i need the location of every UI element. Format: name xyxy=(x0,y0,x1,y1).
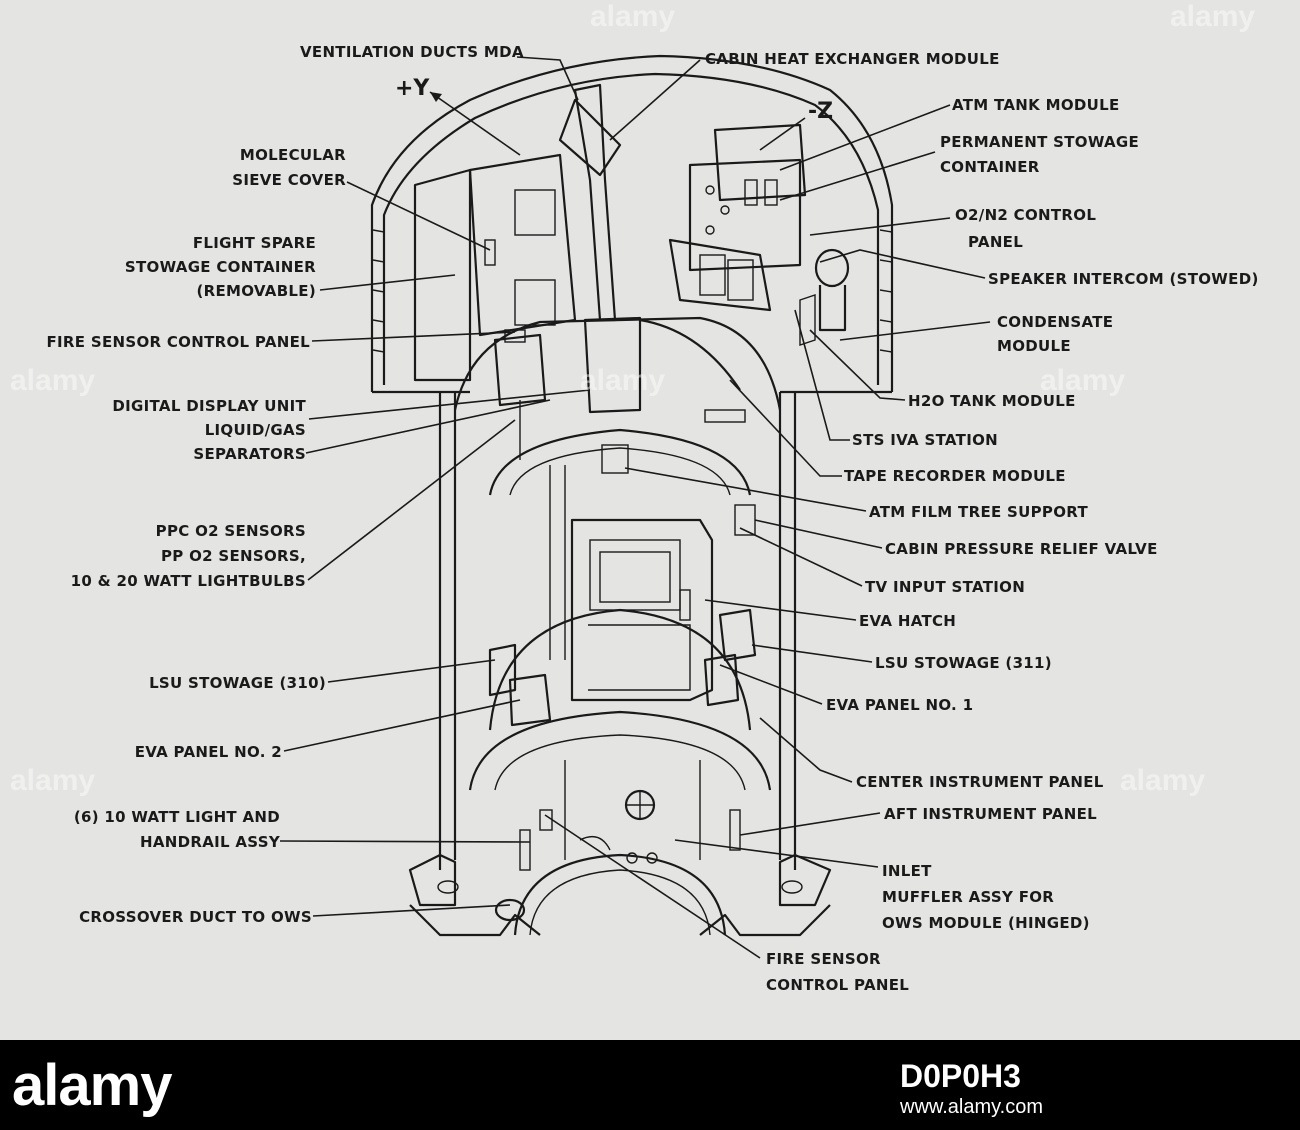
label-eva-panel-1: EVA PANEL NO. 1 xyxy=(826,696,973,714)
axis-y-label: +Y xyxy=(395,76,430,101)
label-flight-spare: FLIGHT SPARE xyxy=(193,234,316,252)
label-tape-recorder: TAPE RECORDER MODULE xyxy=(844,467,1066,485)
axis-z-label: -Z xyxy=(808,99,833,124)
website-link[interactable]: www.alamy.com xyxy=(900,1096,1043,1118)
label-liquid-gas: LIQUID/GAS xyxy=(205,421,306,439)
label-atm-film: ATM FILM TREE SUPPORT xyxy=(869,503,1088,521)
watermark-lower-left: alamy xyxy=(10,764,95,797)
label-h2o-tank: H2O TANK MODULE xyxy=(908,392,1076,410)
skylab-mda-diagram: +Y -Z xyxy=(10,0,1259,994)
label-sts-iva: STS IVA STATION xyxy=(852,431,998,449)
label-ppc-o2: PPC O2 SENSORS xyxy=(156,522,306,540)
label-o2n2-panel: PANEL xyxy=(968,233,1023,251)
label-ventilation-ducts: VENTILATION DUCTS MDA xyxy=(300,43,524,61)
label-eva-hatch: EVA HATCH xyxy=(859,612,956,630)
watermarks: alamy alamy alamy alamy alamy alamy alam… xyxy=(10,0,1255,797)
label-tv-input: TV INPUT STATION xyxy=(865,578,1025,596)
label-atm-tank: ATM TANK MODULE xyxy=(952,96,1120,114)
label-removable: (REMOVABLE) xyxy=(196,282,316,300)
label-lsu-311: LSU STOWAGE (311) xyxy=(875,654,1052,672)
image-id: D0P0H3 xyxy=(900,1058,1021,1094)
label-muffler: MUFFLER ASSY FOR xyxy=(882,888,1054,906)
left-labels: MOLECULAR SIEVE COVER FLIGHT SPARE STOWA… xyxy=(47,146,346,926)
label-aft-instrument: AFT INSTRUMENT PANEL xyxy=(884,805,1097,823)
label-fire-sensor-bottom-2: CONTROL PANEL xyxy=(766,976,909,994)
leader-lines xyxy=(279,56,991,959)
label-cabin-heat-exchanger: CABIN HEAT EXCHANGER MODULE xyxy=(705,50,1000,68)
watermark-top-right: alamy xyxy=(1170,0,1255,33)
watermark-lower-right: alamy xyxy=(1120,764,1205,797)
diagram-panel: +Y -Z xyxy=(10,0,1259,994)
watermark-top: alamy xyxy=(590,0,675,33)
module-structure xyxy=(370,54,894,937)
label-sieve-cover: SIEVE COVER xyxy=(232,171,346,189)
label-fire-sensor-top: FIRE SENSOR CONTROL PANEL xyxy=(47,333,311,351)
label-lightbulbs: 10 & 20 WATT LIGHTBULBS xyxy=(71,572,306,590)
label-molecular: MOLECULAR xyxy=(240,146,346,164)
label-fire-sensor-bottom: FIRE SENSOR xyxy=(766,950,881,968)
brand-logo[interactable]: alamy xyxy=(12,1053,172,1118)
axis-indicators: +Y -Z xyxy=(395,76,833,156)
label-crossover-duct: CROSSOVER DUCT TO OWS xyxy=(79,908,312,926)
label-muffler-2: OWS MODULE (HINGED) xyxy=(882,914,1090,932)
label-eva-panel-2: EVA PANEL NO. 2 xyxy=(135,743,282,761)
label-stowage-container: STOWAGE CONTAINER xyxy=(125,258,316,276)
label-permanent-stowage: PERMANENT STOWAGE xyxy=(940,133,1139,151)
label-handrail-assy: HANDRAIL ASSY xyxy=(140,833,281,851)
label-digital-display: DIGITAL DISPLAY UNIT xyxy=(112,397,306,415)
watermark-right: alamy xyxy=(1040,364,1125,397)
footer-bar: alamy D0P0H3 www.alamy.com xyxy=(0,1040,1300,1130)
label-speaker-intercom: SPEAKER INTERCOM (STOWED) xyxy=(988,270,1259,288)
label-inlet: INLET xyxy=(882,862,932,880)
right-labels: VENTILATION DUCTS MDA CABIN HEAT EXCHANG… xyxy=(300,43,1259,994)
label-light-handrail: (6) 10 WATT LIGHT AND xyxy=(74,808,280,826)
label-lsu-310: LSU STOWAGE (310) xyxy=(149,674,326,692)
label-o2n2-control: O2/N2 CONTROL xyxy=(955,206,1096,224)
label-pp-o2: PP O2 SENSORS, xyxy=(161,547,306,565)
label-separators: SEPARATORS xyxy=(193,445,306,463)
label-condensate: CONDENSATE xyxy=(997,313,1113,331)
watermark-center: alamy xyxy=(580,364,665,397)
label-cabin-pressure: CABIN PRESSURE RELIEF VALVE xyxy=(885,540,1158,558)
label-center-instrument: CENTER INSTRUMENT PANEL xyxy=(856,773,1104,791)
label-permanent-stowage-2: CONTAINER xyxy=(940,158,1040,176)
watermark-left: alamy xyxy=(10,364,95,397)
label-condensate-module: MODULE xyxy=(997,337,1071,355)
